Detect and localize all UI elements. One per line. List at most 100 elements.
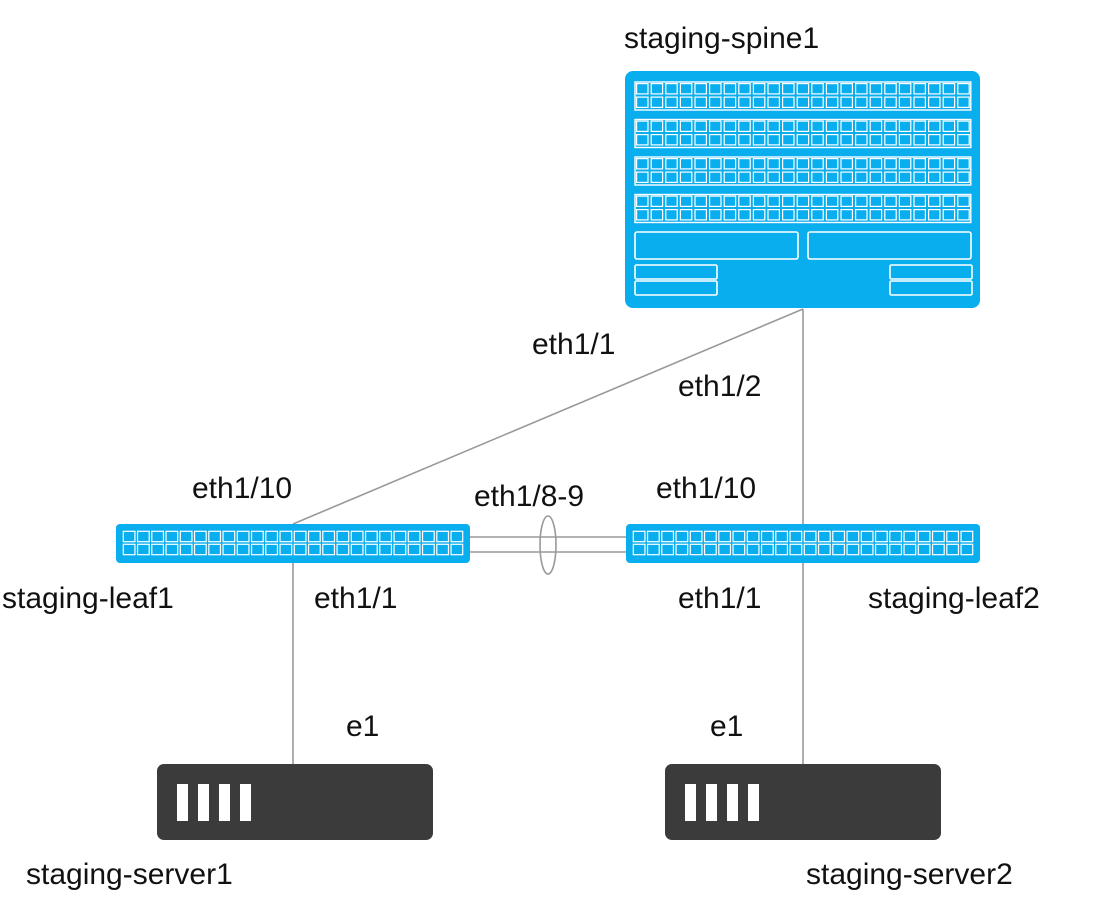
device-label-server2: staging-server2 xyxy=(806,858,1013,891)
port-cell xyxy=(151,530,165,543)
port-cell xyxy=(738,171,751,184)
port-cell xyxy=(650,120,664,132)
port-cell xyxy=(913,134,926,146)
power-module xyxy=(889,264,973,280)
port-cell xyxy=(884,96,897,108)
port-cell xyxy=(679,158,693,170)
link-spine1-leaf1 xyxy=(292,308,804,525)
port-cell xyxy=(942,134,956,146)
port-cell xyxy=(650,134,664,146)
port-cell xyxy=(650,82,664,95)
port-cell xyxy=(708,195,722,208)
port-cell xyxy=(957,195,970,208)
port-cell xyxy=(250,530,264,543)
server-icon xyxy=(157,764,433,840)
port-cell xyxy=(942,96,956,108)
port-cell xyxy=(694,134,707,146)
port-cell xyxy=(960,530,974,543)
port-cell xyxy=(825,134,839,146)
port-cell xyxy=(854,195,868,208)
port-cell xyxy=(767,171,780,184)
port-cell xyxy=(635,209,649,221)
port-cell xyxy=(942,195,956,208)
port-cell xyxy=(738,134,751,146)
port-cell xyxy=(775,543,789,556)
device-label-server1: staging-server1 xyxy=(26,858,233,891)
supervisor-module xyxy=(807,231,972,260)
port-cell xyxy=(825,120,839,132)
port-cell xyxy=(960,543,974,556)
port-label-spine-eth1-2: eth1/2 xyxy=(678,370,762,403)
port-cell xyxy=(840,195,853,208)
port-cell xyxy=(913,209,926,221)
port-cell xyxy=(708,134,722,146)
port-cell xyxy=(136,543,150,556)
port-cell xyxy=(208,530,222,543)
port-cell xyxy=(738,82,751,95)
port-cell xyxy=(708,158,722,170)
port-cell xyxy=(903,530,917,543)
drive-bay xyxy=(748,784,759,821)
drive-bay xyxy=(177,784,188,821)
port-cell xyxy=(942,209,956,221)
port-cell xyxy=(738,120,751,132)
port-cell xyxy=(898,82,912,95)
port-cell xyxy=(336,543,350,556)
drive-bay xyxy=(219,784,230,821)
port-cell xyxy=(222,530,236,543)
port-cell xyxy=(322,530,336,543)
port-cell xyxy=(179,530,193,543)
port-cell xyxy=(665,120,678,132)
port-cell xyxy=(694,209,707,221)
port-cell xyxy=(393,530,407,543)
port-cell xyxy=(675,530,689,543)
port-cell xyxy=(350,543,364,556)
port-cell xyxy=(632,530,646,543)
port-cell xyxy=(703,543,717,556)
leaf-chassis xyxy=(626,524,980,563)
port-cell xyxy=(927,134,941,146)
port-cell xyxy=(679,96,693,108)
port-cell xyxy=(635,158,649,170)
port-cell xyxy=(723,120,737,132)
port-cell xyxy=(854,82,868,95)
port-cell xyxy=(898,209,912,221)
port-cell xyxy=(436,543,450,556)
port-cell xyxy=(752,171,766,184)
port-cell xyxy=(679,171,693,184)
port-cell xyxy=(694,171,707,184)
port-cell xyxy=(884,195,897,208)
port-cell xyxy=(694,82,707,95)
port-cell xyxy=(796,134,810,146)
port-cell xyxy=(723,96,737,108)
port-cell xyxy=(869,171,883,184)
port-cell xyxy=(738,158,751,170)
port-cell xyxy=(236,543,250,556)
port-cell xyxy=(846,530,860,543)
port-cell xyxy=(379,543,393,556)
port-cell xyxy=(796,195,810,208)
port-cell xyxy=(811,120,824,132)
port-cell xyxy=(957,158,970,170)
port-cell xyxy=(752,120,766,132)
port-cell xyxy=(767,120,780,132)
port-cell xyxy=(840,171,853,184)
port-channel-bundle-icon xyxy=(539,515,557,575)
port-cell xyxy=(781,120,795,132)
port-cell xyxy=(661,543,675,556)
port-cell xyxy=(646,543,660,556)
port-cell xyxy=(723,158,737,170)
port-cell xyxy=(222,543,236,556)
port-cell xyxy=(708,171,722,184)
port-cell xyxy=(825,195,839,208)
port-cell xyxy=(723,82,737,95)
port-cell xyxy=(796,120,810,132)
port-cell xyxy=(635,195,649,208)
port-cell xyxy=(854,96,868,108)
port-cell xyxy=(832,530,846,543)
port-cell xyxy=(832,543,846,556)
port-cell xyxy=(635,171,649,184)
port-cell xyxy=(781,82,795,95)
port-cell xyxy=(781,134,795,146)
